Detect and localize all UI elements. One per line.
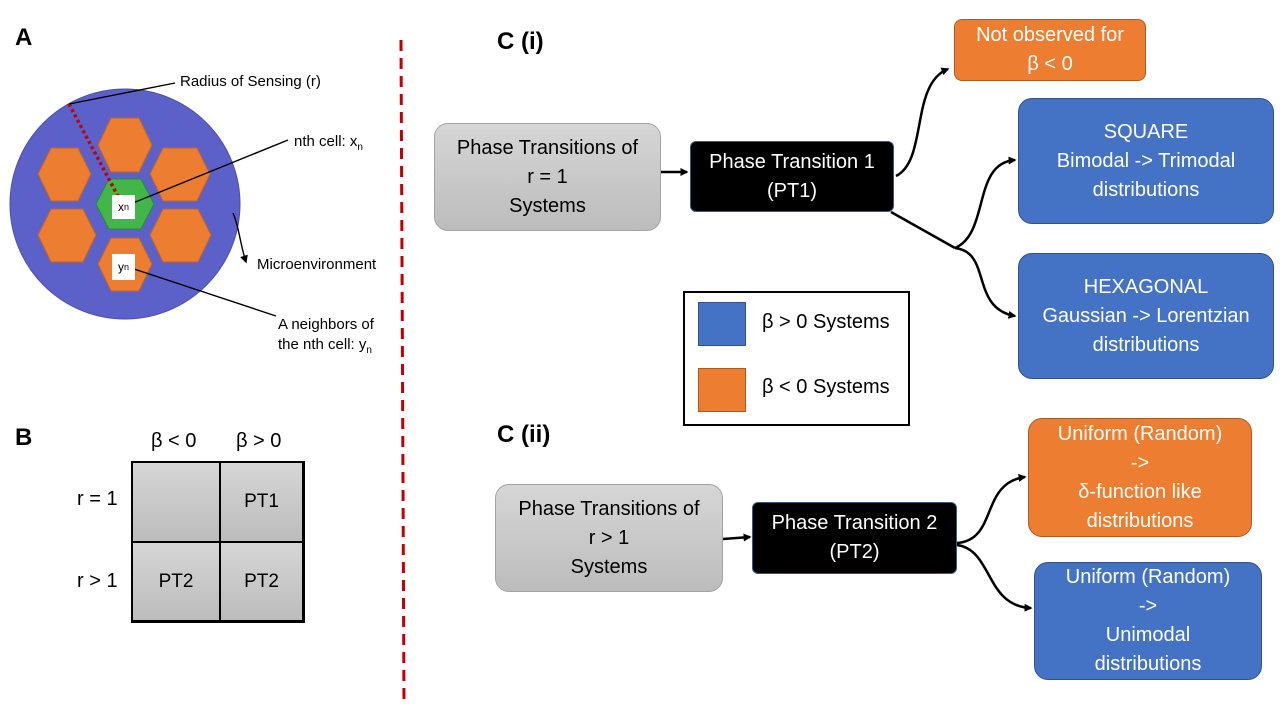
neighbors-label-line1: A neighbors of xyxy=(278,316,374,333)
neighbors-label-line2-wrap: the nth cell: yn xyxy=(278,335,374,361)
not-observed-box: Not observed for β < 0 xyxy=(954,19,1146,81)
arrow-pt2-to-orange xyxy=(956,473,1027,545)
legend: β > 0 Systems β < 0 Systems xyxy=(683,291,910,426)
col-header-beta-pos: β > 0 xyxy=(236,430,282,452)
nth-cell-label: nth cell: xn xyxy=(294,133,363,153)
r1-source-box: Phase Transitions of r = 1 Systems xyxy=(434,123,661,231)
table-cell xyxy=(133,463,219,541)
delta-function-box: Uniform (Random) -> δ-function like dist… xyxy=(1028,418,1252,537)
radius-label: Radius of Sensing (r) xyxy=(180,73,321,90)
legend-swatch-beta-neg xyxy=(698,368,746,412)
hexagon-upper-right xyxy=(149,147,211,202)
neighbors-label: A neighbors of the nth cell: yn xyxy=(278,315,374,361)
pt1-box: Phase Transition 1 (PT1) xyxy=(690,141,894,212)
row-header-r-gt-1: r > 1 xyxy=(77,570,118,592)
legend-label-beta-neg: β < 0 Systems xyxy=(762,376,890,398)
neighbor-hexagons xyxy=(37,117,212,292)
center-cell-main: x xyxy=(117,200,124,214)
hexagonal-box: HEXAGONAL Gaussian -> Lorentzian distrib… xyxy=(1018,253,1274,379)
radius-pointer xyxy=(68,82,176,105)
nth-cell-label-main: nth cell: x xyxy=(294,133,358,150)
radius-line xyxy=(67,103,122,201)
square-box: SQUARE Bimodal -> Trimodal distributions xyxy=(1018,98,1274,224)
arrow-pt1-to-square xyxy=(954,156,1017,250)
table-cell: PT1 xyxy=(221,463,302,541)
r-gt-1-source-box: Phase Transitions of r > 1 Systems xyxy=(495,484,723,592)
pt2-box: Phase Transition 2 (PT2) xyxy=(752,502,957,574)
phase-table: PT1 PT2 PT2 xyxy=(131,461,305,623)
table-cell: PT2 xyxy=(133,543,219,620)
arrow-pt1-branch xyxy=(890,210,956,250)
neighbor-pointer xyxy=(127,266,277,317)
arrow-source-to-pt2 xyxy=(722,533,752,542)
neighbor-cell-main: y xyxy=(117,260,124,274)
nth-cell-pointer xyxy=(127,139,289,206)
panel-divider xyxy=(399,39,406,706)
panel-label-cii: C (ii) xyxy=(497,421,551,448)
neighbor-cell-sub: n xyxy=(123,262,129,272)
col-header-beta-neg: β < 0 xyxy=(151,430,197,452)
arrow-pt1-to-not-observed xyxy=(895,67,950,178)
center-cell-sub: n xyxy=(123,202,129,212)
microenvironment-label: Microenvironment xyxy=(257,256,377,273)
microenvironment-pointer xyxy=(232,212,248,264)
nth-cell-label-sub: n xyxy=(357,142,363,153)
hexagon-upper-left xyxy=(37,147,92,202)
hexagon-lower-right xyxy=(149,208,212,263)
hexagon-top xyxy=(97,117,153,173)
hexagon-lower-left xyxy=(37,208,97,263)
panel-label-a: A xyxy=(15,24,33,51)
arrow-pt2-to-blue xyxy=(956,543,1033,612)
legend-label-beta-pos: β > 0 Systems xyxy=(762,311,890,333)
row-header-r-eq-1: r = 1 xyxy=(77,488,118,510)
legend-swatch-beta-pos xyxy=(698,302,746,346)
neighbors-label-line2: the nth cell: y xyxy=(278,336,367,353)
neighbors-label-sub: n xyxy=(366,345,372,356)
table-cell: PT2 xyxy=(221,543,302,620)
unimodal-box: Uniform (Random) -> Unimodal distributio… xyxy=(1034,562,1262,680)
panel-label-b: B xyxy=(15,424,33,451)
arrow-pt1-to-hexagonal xyxy=(954,246,1017,319)
panel-label-ci: C (i) xyxy=(497,28,544,55)
